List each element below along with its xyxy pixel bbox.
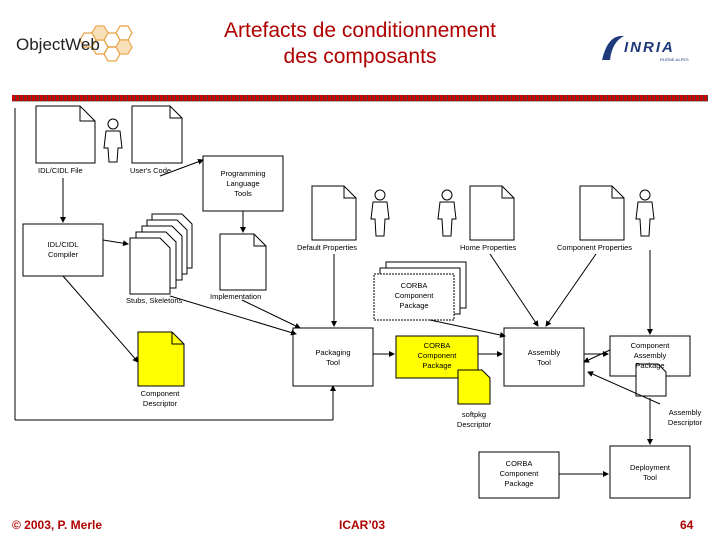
component-descriptor-document: Component Descriptor <box>137 331 185 408</box>
idl-compiler-label-1: IDL/CIDL <box>48 240 79 249</box>
assembly-tool-box: Assembly Tool <box>503 327 585 387</box>
softpkg-label-2: Descriptor <box>457 420 492 429</box>
deployment-tool-label-2: Tool <box>643 473 657 482</box>
default-properties-document: Default Properties <box>297 185 357 252</box>
corba-bottom-label-1: CORBA <box>506 459 533 468</box>
home-properties-document: Home Properties <box>460 185 517 252</box>
programming-tools-label-2: Language <box>226 179 259 188</box>
component-descriptor-label-1: Component <box>141 389 181 398</box>
title-line-2: des composants <box>283 45 437 68</box>
honeycomb-logo-icon: ObjectWeb <box>16 25 133 62</box>
deployment-tool-label-1: Deployment <box>630 463 671 472</box>
corba-package-top: CORBA Component Package <box>373 261 467 321</box>
assembly-package-label-3: Package <box>635 361 664 370</box>
assembly-descriptor-label-2: Descriptor <box>668 418 703 427</box>
assembly-package-label-1: Component <box>631 341 671 350</box>
programming-tools-label-1: Programming <box>220 169 265 178</box>
header-rule-shadow <box>12 101 708 102</box>
assembly-descriptor-label-1: Assembly <box>669 408 702 417</box>
corba-package-bottom: CORBA Component Package <box>478 451 560 499</box>
users-code-document: User's Code <box>130 105 183 175</box>
programming-tools-label-3: Tools <box>234 189 252 198</box>
programming-tools-box: Programming Language Tools <box>202 155 284 212</box>
assembly-tool-label-2: Tool <box>537 358 551 367</box>
component-properties-label: Component Properties <box>557 243 632 252</box>
inria-logo-text: INRIA <box>624 39 675 56</box>
diagram-arrows <box>60 158 661 477</box>
users-code-label: User's Code <box>130 166 171 175</box>
packaging-tool-label-2: Tool <box>326 358 340 367</box>
implementation-label: Implementation <box>210 292 261 301</box>
header-rule <box>12 95 708 101</box>
home-properties-label: Home Properties <box>460 243 517 252</box>
corba-package-middle: CORBA Component Package <box>395 335 491 405</box>
corba-top-label-3: Package <box>399 301 428 310</box>
objectweb-logo-text: ObjectWeb <box>16 35 100 54</box>
component-assembly-package: Component Assembly Package <box>609 335 691 397</box>
default-properties-label: Default Properties <box>297 243 357 252</box>
footer-page-number: 64 <box>680 518 694 532</box>
footer-conference: ICAR’03 <box>339 518 386 532</box>
footer-copyright: © 2003, P. Merle <box>12 518 103 532</box>
corba-bottom-label-3: Package <box>504 479 533 488</box>
stubs-label: Stubs, Skeletons <box>126 296 183 305</box>
implementation-document: Implementation <box>210 233 267 301</box>
corba-top-label-2: Component <box>395 291 435 300</box>
stubs-skeletons-documents: Stubs, Skeletons <box>126 213 193 305</box>
corba-mid-label-3: Package <box>422 361 451 370</box>
idl-file-label: IDL/CIDL File <box>38 166 83 175</box>
deployment-tool-box: Deployment Tool <box>609 445 691 499</box>
home-properties-person-icon <box>437 189 457 237</box>
objectweb-logo: ObjectWeb <box>10 18 140 78</box>
inria-logo-subtext: RHÔNE-ALPES <box>660 57 689 62</box>
component-properties-document: Component Properties <box>557 185 632 252</box>
assembly-package-label-2: Assembly <box>634 351 667 360</box>
inria-logo-icon: INRIA RHÔNE-ALPES <box>602 35 689 62</box>
component-descriptor-label-2: Descriptor <box>143 399 178 408</box>
developer-person-icon <box>103 118 123 163</box>
softpkg-label-1: softpkg <box>462 410 486 419</box>
packaging-tool-box: Packaging Tool <box>292 327 374 387</box>
title-line-1: Artefacts de conditionnement <box>224 19 496 42</box>
assembly-tool-label-1: Assembly <box>528 348 561 357</box>
corba-bottom-label-2: Component <box>500 469 540 478</box>
idl-compiler-label-2: Compiler <box>48 250 79 259</box>
default-properties-person-icon <box>370 189 390 237</box>
corba-mid-label-1: CORBA <box>424 341 451 350</box>
inria-logo: INRIA RHÔNE-ALPES <box>598 30 698 66</box>
slide-title: Artefacts de conditionnement des composa… <box>0 18 720 70</box>
idl-compiler-box: IDL/CIDL Compiler <box>22 223 104 277</box>
component-properties-person-icon <box>635 189 655 237</box>
corba-mid-label-2: Component <box>418 351 458 360</box>
idl-file-document: IDL/CIDL File <box>35 105 96 175</box>
packaging-tool-label-1: Packaging <box>315 348 350 357</box>
corba-top-label-1: CORBA <box>401 281 428 290</box>
